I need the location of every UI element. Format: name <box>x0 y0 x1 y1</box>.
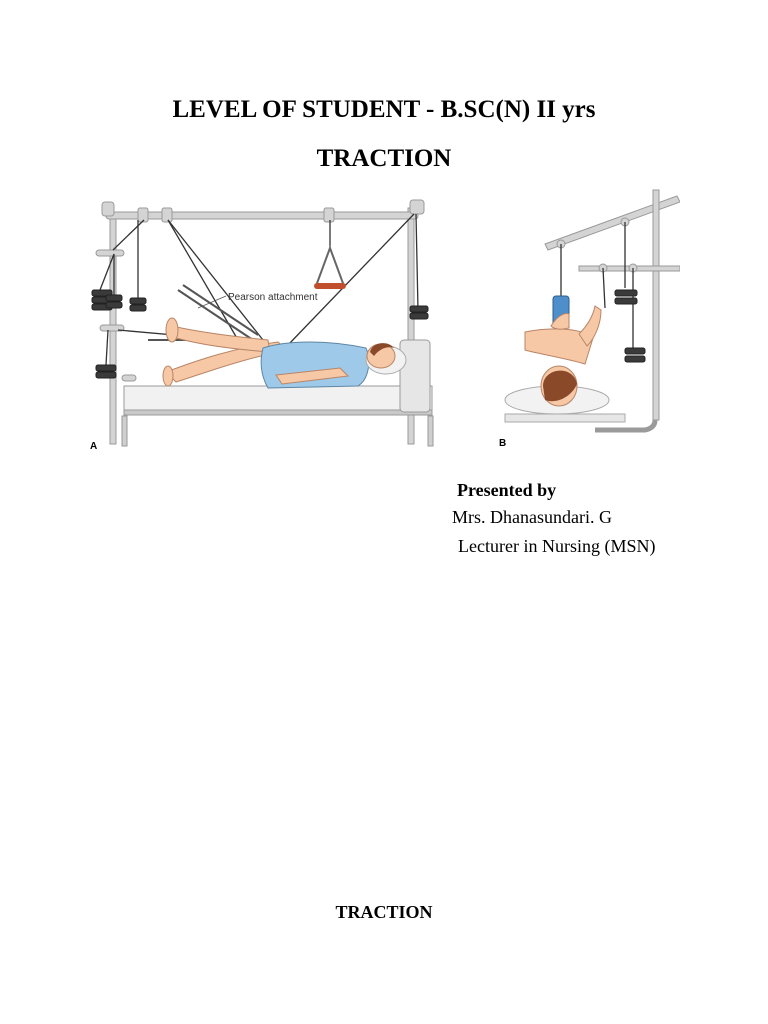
trapeze-handle <box>314 245 346 289</box>
traction-illustration-a: Pearson attachment A <box>90 199 434 452</box>
traction-cords-b <box>560 222 634 348</box>
traction-weights-b <box>614 289 646 363</box>
page-title: LEVEL OF STUDENT - B.SC(N) II yrs <box>172 96 596 123</box>
traction-illustration-b: B <box>499 189 680 449</box>
presenter-role: Lecturer in Nursing (MSN) <box>458 536 656 556</box>
panel-b-label: B <box>499 438 506 449</box>
section-title: TRACTION <box>335 902 433 922</box>
patient-figure <box>162 317 407 389</box>
patient-figure-b <box>504 305 626 423</box>
panel-a-label: A <box>90 441 97 452</box>
bed <box>121 339 434 447</box>
pearson-callout-label: Pearson attachment <box>228 292 318 303</box>
bed-frame <box>95 199 425 445</box>
presenter-name: Mrs. Dhanasundari. G <box>452 507 612 527</box>
traction-weights <box>91 289 429 379</box>
pearson-callout: Pearson attachment <box>197 292 318 309</box>
presented-by-heading: Presented by <box>457 480 557 500</box>
page-subtitle: TRACTION <box>316 145 452 172</box>
